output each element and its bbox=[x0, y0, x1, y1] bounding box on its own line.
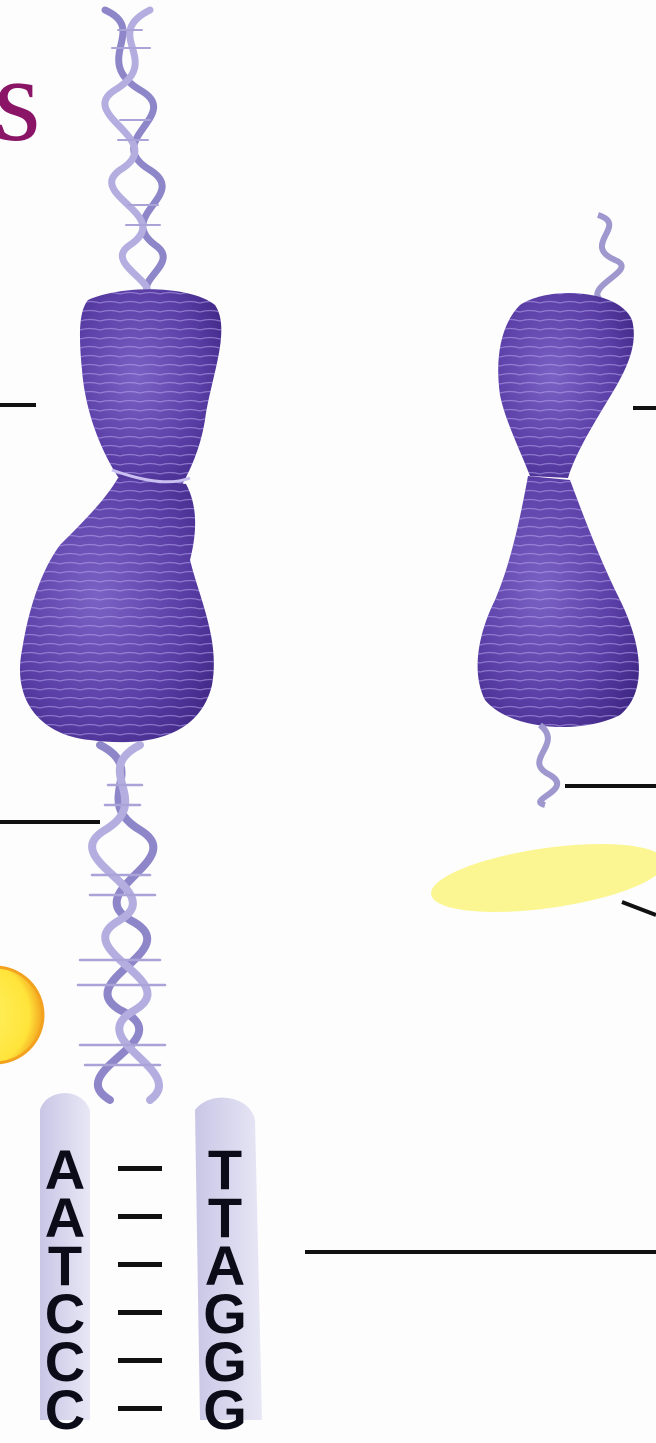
base-letter: G bbox=[200, 1382, 250, 1430]
sequence-left-strand: A A T C C C bbox=[40, 1142, 90, 1430]
base-letter: G bbox=[200, 1286, 250, 1334]
right-chromosome bbox=[478, 215, 639, 805]
highlight-circle bbox=[0, 967, 43, 1063]
bond-dash bbox=[118, 1166, 162, 1171]
leader-line-oval bbox=[622, 902, 656, 915]
base-letter: A bbox=[200, 1238, 250, 1286]
bond-dash bbox=[118, 1310, 162, 1315]
base-letter: G bbox=[200, 1334, 250, 1382]
base-letter: C bbox=[40, 1382, 90, 1430]
bond-dash bbox=[118, 1406, 162, 1411]
base-letter: C bbox=[40, 1334, 90, 1382]
base-letter: A bbox=[40, 1190, 90, 1238]
base-letter: T bbox=[200, 1142, 250, 1190]
dna-helix-top bbox=[105, 10, 163, 300]
base-letter: C bbox=[40, 1286, 90, 1334]
left-chromosome bbox=[20, 289, 221, 742]
highlight-oval bbox=[427, 832, 656, 924]
dna-helix-bottom bbox=[78, 745, 165, 1100]
bond-dash bbox=[118, 1214, 162, 1219]
base-letter: T bbox=[200, 1190, 250, 1238]
sequence-right-strand: T T A G G G bbox=[200, 1142, 250, 1430]
bond-dash bbox=[118, 1358, 162, 1363]
bond-dash bbox=[118, 1262, 162, 1267]
base-letter: A bbox=[40, 1142, 90, 1190]
